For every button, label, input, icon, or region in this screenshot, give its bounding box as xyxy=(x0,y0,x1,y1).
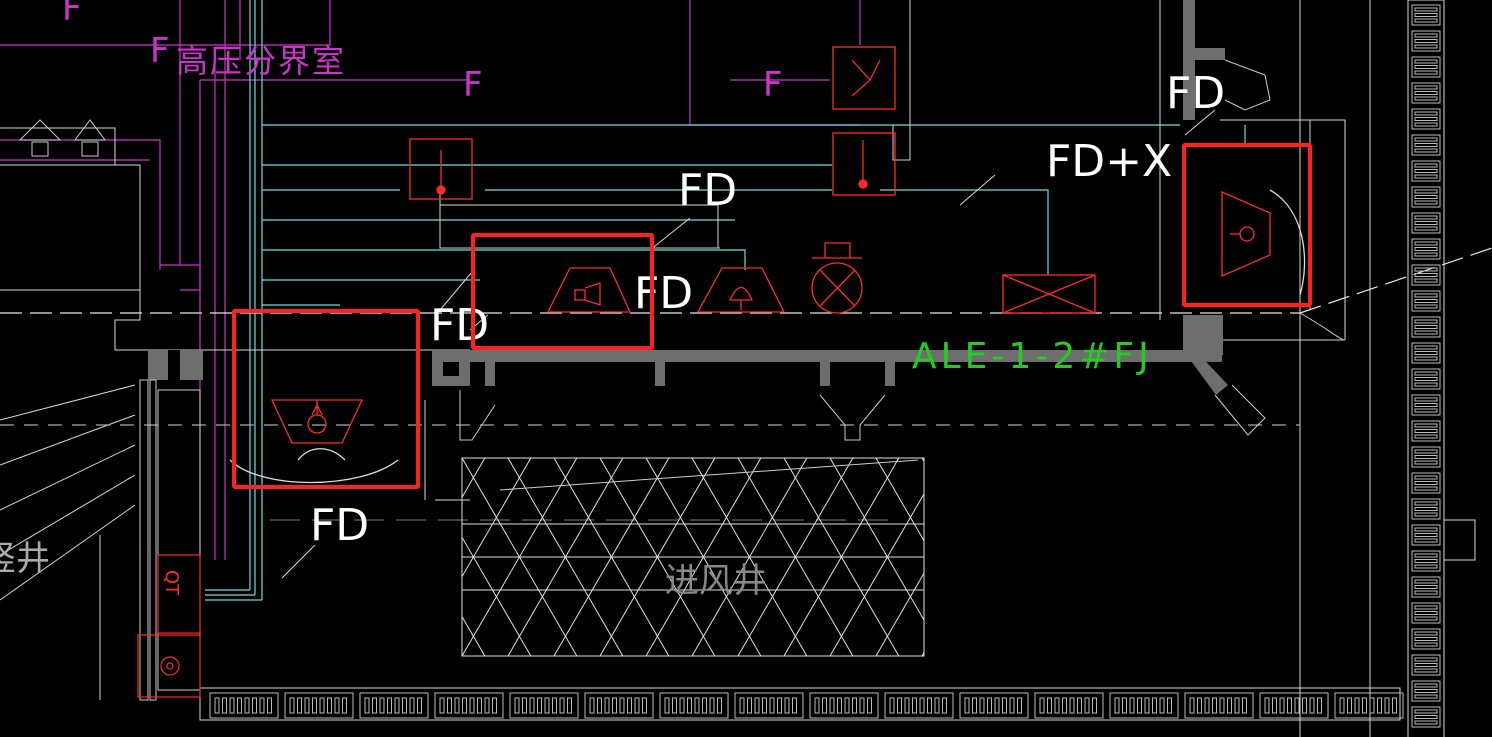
module-box-icon xyxy=(832,46,896,110)
tag-fd-x: FD+X xyxy=(1046,136,1172,187)
left-structure xyxy=(18,119,201,701)
highlight-box-left-speaker xyxy=(232,309,420,489)
lamp-icon xyxy=(811,242,863,314)
line-tag-f: F xyxy=(763,65,783,105)
line-tag-f: F xyxy=(463,65,483,105)
speaker-icon xyxy=(1221,189,1306,296)
shaft-mesh xyxy=(461,457,925,657)
horn-icon xyxy=(546,267,632,313)
room-label: 高压分界室 xyxy=(176,42,346,80)
circuit-label: ALE-1-2#FJ xyxy=(912,336,1153,377)
wall-grating xyxy=(1411,4,1441,728)
speaker-icon xyxy=(229,399,399,484)
qt-device xyxy=(137,554,201,698)
highlight-box-horn xyxy=(471,233,654,350)
tag-fd-middle: FD xyxy=(634,268,693,319)
tag-fd-top-right: FD xyxy=(1166,68,1225,119)
shaft-label: 进风井 xyxy=(665,561,767,601)
switch-box-icon xyxy=(832,132,896,196)
line-tag-f: F xyxy=(150,31,170,71)
fan-box-icon xyxy=(1002,274,1096,314)
tag-fd-left: FD xyxy=(430,300,489,351)
cyan-wiring xyxy=(205,0,1246,601)
line-tag-f: F xyxy=(62,0,82,29)
shaft-label-left: 竖井 xyxy=(0,539,50,579)
highlight-box-right-speaker xyxy=(1182,143,1312,307)
switch-box-icon xyxy=(409,138,473,200)
magenta-wiring xyxy=(0,0,861,560)
tag-fd-center: FD xyxy=(678,165,737,216)
wall-details xyxy=(459,59,1346,441)
qt-label: QT xyxy=(161,570,182,596)
bell-icon xyxy=(696,267,786,313)
wall xyxy=(148,0,1228,395)
tag-fd-bottom: FD xyxy=(310,500,369,551)
floor-grating xyxy=(209,692,1404,719)
